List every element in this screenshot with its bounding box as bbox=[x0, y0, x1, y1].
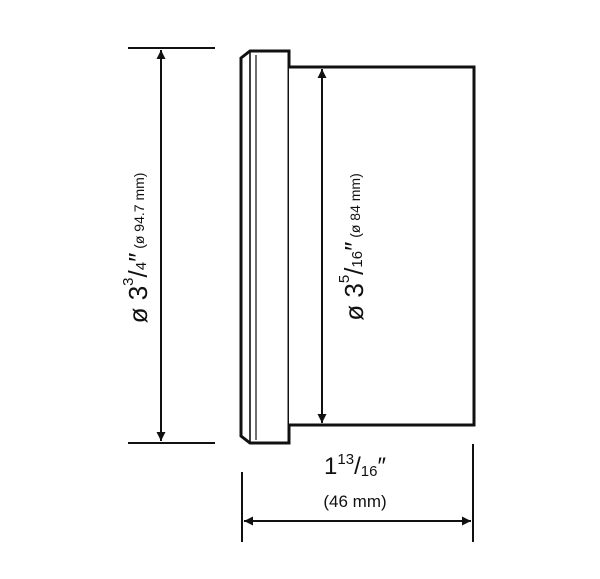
length-inch-mark: ″ bbox=[377, 453, 386, 480]
outer-diameter-symbol: ø bbox=[123, 307, 153, 323]
flange-shape bbox=[239, 49, 291, 445]
inner-diameter-metric: (ø 84 mm) bbox=[347, 173, 363, 238]
outer-diameter-label: ø 33/4″ (ø 94.7 mm) bbox=[120, 173, 153, 324]
length-slash: / bbox=[354, 453, 361, 480]
inner-diameter-slash: / bbox=[339, 267, 369, 275]
inner-diameter-denominator: 16 bbox=[349, 251, 366, 268]
outer-diameter-denominator: 4 bbox=[133, 262, 150, 270]
inner-diameter-dimension: ø 35/16″ (ø 84 mm) bbox=[317, 69, 369, 423]
outer-diameter-inch-mark: ″ bbox=[123, 253, 153, 262]
outer-diameter-slash: / bbox=[123, 269, 153, 277]
inner-diameter-symbol: ø bbox=[339, 305, 369, 321]
length-metric: (46 mm) bbox=[323, 492, 386, 511]
length-whole: 1 bbox=[324, 453, 337, 480]
inner-diameter-inch-mark: ″ bbox=[339, 242, 369, 251]
length-label: 113/16″ bbox=[324, 451, 386, 480]
outer-diameter-dimension: ø 33/4″ (ø 94.7 mm) bbox=[120, 47, 215, 444]
inner-diameter-whole: 3 bbox=[339, 283, 369, 297]
outer-diameter-metric: (ø 94.7 mm) bbox=[131, 173, 147, 249]
length-denominator: 16 bbox=[361, 463, 378, 480]
outer-diameter-whole: 3 bbox=[123, 286, 153, 300]
outer-diameter-numerator: 3 bbox=[120, 277, 137, 285]
inner-diameter-numerator: 5 bbox=[336, 275, 353, 283]
length-numerator: 13 bbox=[337, 451, 354, 468]
length-dimension: 113/16″ (46 mm) bbox=[241, 444, 474, 542]
tube-body-shape bbox=[289, 65, 476, 427]
inner-diameter-label: ø 35/16″ (ø 84 mm) bbox=[336, 173, 369, 321]
